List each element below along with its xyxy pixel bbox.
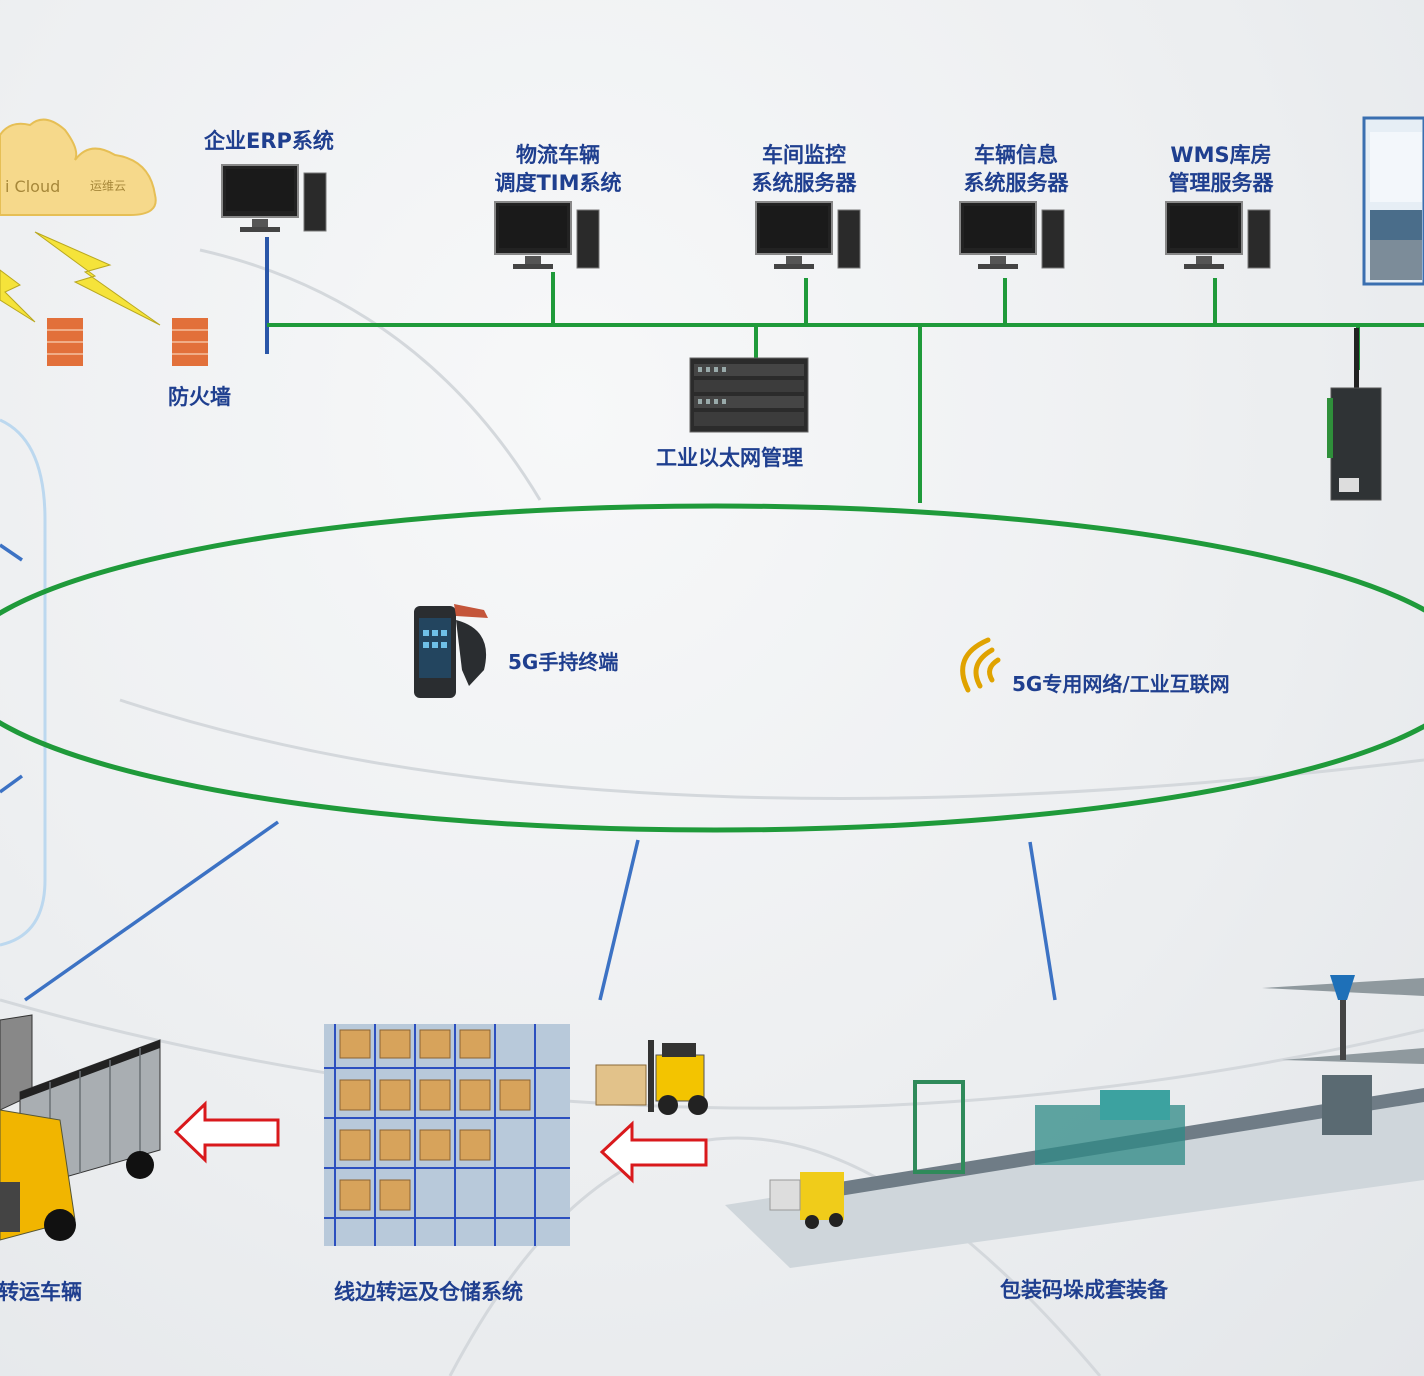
lightning-icon — [0, 231, 161, 326]
tim-server-label-line1: 物流车辆 — [516, 143, 600, 167]
device-links — [0, 543, 1057, 1002]
handheld-icon — [414, 604, 488, 698]
truck-icon — [0, 1014, 161, 1241]
firewall-icon — [47, 318, 83, 366]
cloud-sublabel: 运维云 — [90, 179, 126, 193]
warehouse-label: 线边转运及仓储系统 — [334, 1280, 523, 1304]
vehicle-info-server-label-line1: 车辆信息 — [974, 143, 1058, 167]
cloud-label: i Cloud — [5, 177, 60, 196]
vehicle-info-computer-icon — [959, 201, 1065, 269]
packaging-line-image — [725, 975, 1424, 1268]
network-label: 5G专用网络/工业互联网 — [1012, 672, 1230, 696]
control-room-photo — [1362, 116, 1424, 286]
wifi-icon — [960, 637, 1001, 693]
vehicle-info-server-label: 车辆信息 系统服务器 — [952, 141, 1080, 197]
backbone-bus — [267, 272, 1424, 503]
truck-label: 转运车辆 — [0, 1280, 82, 1304]
wms-server-label-line2: 管理服务器 — [1168, 171, 1274, 195]
tim-computer-icon — [494, 201, 600, 269]
flow-arrow-icon — [173, 1100, 708, 1184]
warehouse-image — [324, 1024, 570, 1246]
gateway-icon — [1327, 328, 1382, 501]
wms-computer-icon — [1165, 201, 1271, 269]
wms-server-label-line1: WMS库房 — [1170, 143, 1272, 167]
monitor-server-label-line2: 系统服务器 — [751, 171, 857, 195]
handheld-label: 5G手持终端 — [508, 650, 619, 674]
network-ellipse — [0, 503, 1424, 833]
packaging-label: 包装码垛成套装备 — [1000, 1278, 1168, 1302]
tim-server-label: 物流车辆 调度TIM系统 — [484, 141, 632, 197]
tim-server-label-line2: 调度TIM系统 — [494, 171, 622, 195]
cloud-enclosure — [0, 418, 47, 947]
monitor-server-label: 车间监控 系统服务器 — [740, 141, 868, 197]
firewall-label: 防火墙 — [168, 385, 231, 409]
forklift-icon — [595, 1040, 708, 1115]
erp-server-label: 企业ERP系统 — [204, 129, 334, 153]
cloud-icon — [0, 118, 157, 216]
firewall-icon — [172, 318, 208, 366]
monitor-computer-icon — [755, 201, 861, 269]
vehicle-info-server-label-line2: 系统服务器 — [963, 171, 1069, 195]
erp-computer-icon — [221, 164, 327, 232]
switch-icon — [689, 357, 809, 433]
monitor-server-label-line1: 车间监控 — [762, 143, 846, 167]
wms-server-label: WMS库房 管理服务器 — [1156, 141, 1286, 197]
switch-label: 工业以太网管理 — [656, 446, 803, 470]
